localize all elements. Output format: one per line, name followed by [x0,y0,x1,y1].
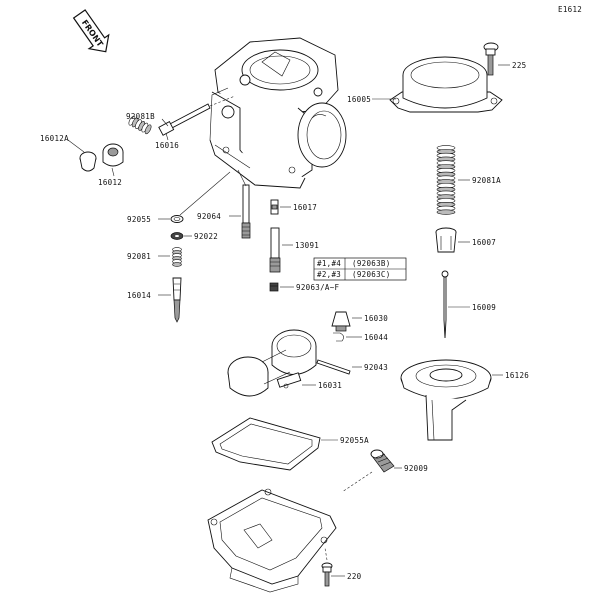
label-92064: 92064 [197,212,221,221]
label-16014: 16014 [127,291,151,300]
label-92081: 92081 [127,252,151,261]
plug-16012 [102,143,124,167]
front-arrow-icon: FRONT [72,9,110,53]
cap-16012A [79,151,97,172]
pilot-jet-16017 [270,199,279,215]
label-16012A: 16012A [40,134,69,143]
jet-size-table: #1,#4 (92063B) #2,#3 (92063C) [313,257,407,281]
label-92055A: 92055A [340,436,369,445]
needle-holder-16007 [435,227,457,253]
label-16012: 16012 [98,178,122,187]
label-16007: 16007 [472,238,496,247]
spring-92081 [172,247,182,267]
jet-needle-16009 [441,270,449,339]
main-jet-92063 [269,282,279,292]
float-bowl [207,488,337,593]
label-92081B: 92081B [126,112,155,121]
jet-holder-92064 [241,184,251,239]
needle-jet-13091 [269,227,281,273]
label-16044: 16044 [364,333,388,342]
screw-220 [321,562,333,587]
screw-16014 [172,277,182,323]
gasket-92055A [211,417,321,471]
label-92009: 92009 [404,464,428,473]
pilot-screw-16016 [158,103,211,136]
label-220: 220 [347,572,362,581]
label-92055: 92055 [127,215,151,224]
o-ring-92055 [170,215,184,223]
label-92022: 92022 [194,232,218,241]
label-16016: 16016 [155,141,179,150]
label-16005: 16005 [347,95,371,104]
label-225: 225 [512,61,526,70]
spring-92081A [436,145,456,215]
diaphragm-16126 [400,359,492,441]
washer-92022 [170,232,184,240]
table-row1-part: (92063B) [352,259,391,268]
pin-92043 [316,359,351,375]
label-16009: 16009 [472,303,496,312]
label-16126: 16126 [505,371,529,380]
screw-92009 [370,449,395,473]
clip-16044 [333,332,344,342]
label-92081A: 92081A [472,176,501,185]
diagram-code: E1612 [558,5,582,14]
label-92063: 92063/A~F [296,283,340,292]
float-valve-16030 [331,311,351,332]
label-92043: 92043 [364,363,388,372]
float-16031 [227,329,317,397]
screw-225 [483,42,499,76]
label-16031: 16031 [318,381,342,390]
table-row1-cyl: #1,#4 [317,259,341,268]
label-13091: 13091 [295,241,319,250]
label-16017: 16017 [293,203,317,212]
carburetor-body [209,37,347,189]
pilot-spring-92081B [128,115,152,135]
label-16030: 16030 [364,314,388,323]
top-cover-16005 [389,56,503,113]
table-row2-cyl: #2,#3 [317,270,341,279]
table-row2-part: (92063C) [352,270,391,279]
